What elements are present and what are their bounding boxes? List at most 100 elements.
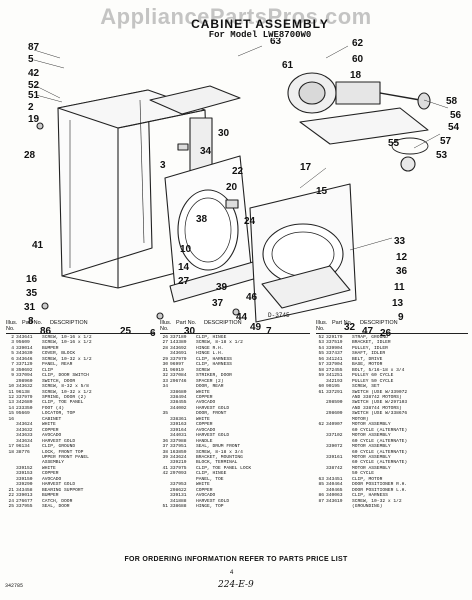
part-description: HINGE R.H. xyxy=(196,345,224,351)
part-description: HARVEST GOLD xyxy=(42,482,76,488)
illus-number: 41 xyxy=(162,465,168,471)
callout-number: 87 xyxy=(28,42,40,53)
part-number: 343691 xyxy=(170,351,187,357)
part-number: 337102 xyxy=(326,433,343,439)
part-number: 344002 xyxy=(170,405,187,411)
callout-number: 56 xyxy=(450,110,462,121)
part-number: 341241 xyxy=(326,356,343,362)
ordering-footer: FOR ORDERING INFORMATION REFER TO PARTS … xyxy=(124,556,348,563)
part-description: BLOCK, TERMINAL xyxy=(196,460,238,466)
header-description: DESCRIPTION xyxy=(360,320,398,326)
callout-number: 7 xyxy=(266,326,272,337)
callout-number: 33 xyxy=(394,236,406,247)
illus-number: 61 xyxy=(318,389,324,395)
part-description: CATCH, DOOR xyxy=(42,498,73,504)
illus-number: 87 xyxy=(318,498,324,504)
part-number: 272455 xyxy=(326,367,343,373)
table-row: 60 CYCLE (ALTERNATE) xyxy=(316,439,468,444)
callout-number: 17 xyxy=(300,162,312,173)
illus-number: 25 xyxy=(8,504,14,510)
callout-number: 44 xyxy=(236,312,248,323)
header-illus: Illus. No. xyxy=(6,320,18,332)
part-number: 96919 xyxy=(170,367,184,373)
part-description: ASSEMBLY xyxy=(42,460,65,466)
page-title: CABINET ASSEMBLY xyxy=(191,17,329,31)
part-number: 341888 xyxy=(170,498,187,504)
part-description: CLIP, HARNESS xyxy=(196,362,232,368)
document-code: 342785 xyxy=(5,583,24,589)
part-description: SEAL, DRUM FRONT xyxy=(196,444,241,450)
part-description: SCREW, SET xyxy=(352,384,380,390)
part-description: BUMPER xyxy=(42,345,59,351)
part-number: 339150 xyxy=(16,476,33,482)
part-description: WHITE xyxy=(196,416,210,422)
part-description: AVOCADO xyxy=(42,433,62,439)
callout-number: 13 xyxy=(392,298,404,309)
callout-number: 58 xyxy=(446,96,458,107)
callout-number: 5 xyxy=(28,54,34,65)
part-number: 343634 xyxy=(16,438,33,444)
part-description: AND 338744 MOTORS) xyxy=(352,405,402,411)
callout-number: 3 xyxy=(160,160,166,171)
illus-number: 36 xyxy=(162,438,168,444)
part-description: SPRING, DOOR (2) xyxy=(42,394,87,400)
part-description: DOOR, REAR xyxy=(196,384,224,390)
part-number: 337437 xyxy=(326,351,343,357)
part-number: 342193 xyxy=(326,378,343,384)
part-number: 337951 xyxy=(170,444,187,450)
callout-number: 61 xyxy=(282,60,294,71)
illus-number: 57 xyxy=(318,362,324,368)
callout-number: 42 xyxy=(28,68,40,79)
part-description: HARVEST GOLD xyxy=(196,498,230,504)
part-number: 298609 xyxy=(326,411,343,417)
part-description: CLIP, HARNESS xyxy=(196,356,232,362)
callout-number: 54 xyxy=(448,122,460,133)
callout-number: 46 xyxy=(246,292,258,303)
part-description: SCREW, 10-16 x 1/2 xyxy=(42,340,92,346)
column-header: Illus. No. Part No. DESCRIPTION xyxy=(316,320,468,334)
callout-number: 22 xyxy=(232,166,244,177)
table-row: AND 338744 MOTORS) xyxy=(316,406,468,411)
illus-number: 37 xyxy=(162,444,168,450)
part-number: 298622 xyxy=(170,487,187,493)
header-description: DESCRIPTION xyxy=(204,320,242,326)
illus-number: 55 xyxy=(318,351,324,357)
table-row: 50 CYCLE xyxy=(316,471,468,476)
header-illus: Illus. No. xyxy=(316,320,328,332)
part-description: SCREW, 10-16 x 1/2 xyxy=(42,335,92,340)
part-description: MOTOR) xyxy=(352,416,369,422)
illus-number: 8 xyxy=(11,367,14,373)
part-number: 343630 xyxy=(16,351,33,357)
callout-number: 39 xyxy=(216,282,228,293)
callout-number: 38 xyxy=(196,214,208,225)
